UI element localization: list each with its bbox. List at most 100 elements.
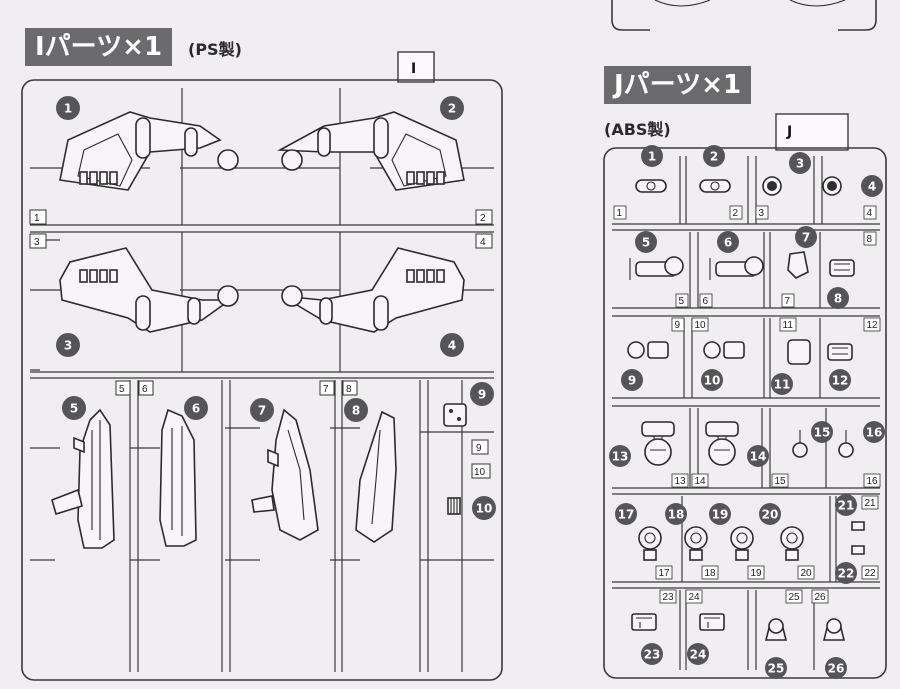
- svg-text:11: 11: [783, 320, 794, 331]
- svg-text:23: 23: [663, 592, 675, 603]
- i-part-badge-2: 2: [440, 96, 464, 120]
- svg-text:1: 1: [34, 213, 40, 224]
- svg-text:17: 17: [659, 568, 671, 579]
- svg-text:8: 8: [346, 384, 352, 395]
- j-gate-box-11: 11: [779, 317, 797, 332]
- j-part-badge-16: 16: [863, 421, 885, 443]
- j-part-badge-7: 7: [795, 226, 817, 248]
- svg-text:2: 2: [448, 102, 456, 116]
- svg-text:4: 4: [868, 180, 876, 194]
- j-part-badge-15: 15: [811, 421, 833, 443]
- j-gate-box-26: 26: [811, 589, 829, 604]
- svg-text:18: 18: [668, 508, 685, 522]
- svg-text:10: 10: [695, 320, 707, 331]
- svg-text:22: 22: [865, 568, 877, 579]
- j-gate-box-22: 22: [861, 565, 879, 580]
- j-part-badge-18: 18: [665, 503, 687, 525]
- i-part-5: [51, 408, 115, 549]
- j-parts-title: Jパーツ×1: [604, 66, 752, 104]
- j-gate-box-21: 21: [861, 495, 879, 510]
- i-part-2: [277, 111, 465, 191]
- svg-text:23: 23: [644, 648, 661, 662]
- j-gate-box-4: 4: [863, 205, 877, 220]
- j-part-badge-22: 22: [835, 562, 857, 584]
- svg-text:1: 1: [617, 208, 623, 219]
- j-gate-box-1: 1: [613, 205, 627, 220]
- i-part-badge-1: 1: [56, 96, 80, 120]
- j-gate-box-3: 3: [755, 205, 769, 220]
- svg-text:6: 6: [724, 236, 732, 250]
- j-part-badge-21: 21: [835, 494, 857, 516]
- j-parts-material: (ABS製): [604, 120, 671, 139]
- svg-text:7: 7: [258, 404, 266, 418]
- j-part-badge-17: 17: [615, 503, 637, 525]
- j-gate-box-20: 20: [797, 565, 815, 580]
- i-part-1: [59, 111, 239, 191]
- j-gate-box-13: 13: [671, 473, 689, 488]
- j-part-badge-11: 11: [771, 373, 793, 395]
- i-part-badge-10: 10: [472, 496, 496, 520]
- j-runner-frame: [603, 147, 887, 679]
- j-part-badge-19: 19: [709, 503, 731, 525]
- i-part-badge-3: 3: [56, 333, 80, 357]
- svg-text:20: 20: [801, 568, 813, 579]
- j-part-badge-10: 10: [701, 369, 723, 391]
- svg-text:26: 26: [815, 592, 827, 603]
- i-part-10: [447, 497, 461, 515]
- svg-text:6: 6: [192, 402, 200, 416]
- j-part-badge-12: 12: [829, 369, 851, 391]
- j-gate-box-8: 8: [863, 231, 877, 246]
- i-part-badge-5: 5: [62, 396, 86, 420]
- j-gate-box-6: 6: [699, 293, 713, 308]
- svg-text:18: 18: [705, 568, 717, 579]
- j-part-badge-5: 5: [635, 231, 657, 253]
- j-part-badge-24: 24: [687, 643, 709, 665]
- j-part-badge-2: 2: [703, 145, 725, 167]
- i-parts-title: Iパーツ×1: [25, 28, 173, 66]
- svg-text:15: 15: [775, 476, 787, 487]
- svg-text:4: 4: [480, 237, 486, 248]
- j-runner-tab: [775, 113, 849, 151]
- svg-text:13: 13: [675, 476, 687, 487]
- svg-text:5: 5: [119, 384, 125, 395]
- j-gate-box-24: 24: [685, 589, 703, 604]
- j-runner: J: [603, 113, 887, 679]
- svg-text:8: 8: [834, 292, 842, 306]
- j-part-badge-8: 8: [827, 287, 849, 309]
- svg-text:7: 7: [785, 296, 791, 307]
- j-part-badge-26: 26: [825, 657, 847, 679]
- svg-text:5: 5: [642, 236, 650, 250]
- i-part-4: [281, 247, 465, 333]
- i-part-badge-8: 8: [344, 398, 368, 422]
- svg-text:16: 16: [866, 426, 883, 440]
- svg-text:1: 1: [64, 102, 72, 116]
- j-gate-box-12: 12: [863, 317, 881, 332]
- j-part-badge-25: 25: [765, 657, 787, 679]
- svg-text:5: 5: [70, 402, 78, 416]
- svg-text:8: 8: [352, 404, 360, 418]
- svg-text:3: 3: [34, 237, 40, 248]
- svg-text:13: 13: [612, 450, 629, 464]
- svg-text:3: 3: [759, 208, 765, 219]
- j-part-badge-23: 23: [641, 643, 663, 665]
- i-part-8: [355, 410, 397, 543]
- svg-text:7: 7: [802, 231, 810, 245]
- svg-text:24: 24: [690, 648, 707, 662]
- j-gate-box-7: 7: [781, 293, 795, 308]
- j-runner-tab-label: J: [786, 124, 792, 140]
- i-runner-frame: [21, 79, 503, 681]
- svg-text:8: 8: [867, 234, 873, 245]
- svg-text:19: 19: [751, 568, 763, 579]
- svg-text:24: 24: [689, 592, 701, 603]
- svg-text:12: 12: [867, 320, 879, 331]
- svg-text:3: 3: [64, 339, 72, 353]
- svg-text:5: 5: [679, 296, 685, 307]
- j-gate-box-18: 18: [701, 565, 719, 580]
- svg-text:25: 25: [768, 662, 785, 676]
- j-gate-box-15: 15: [771, 473, 789, 488]
- svg-text:16: 16: [867, 476, 879, 487]
- svg-text:7: 7: [323, 384, 329, 395]
- svg-text:10: 10: [476, 502, 493, 516]
